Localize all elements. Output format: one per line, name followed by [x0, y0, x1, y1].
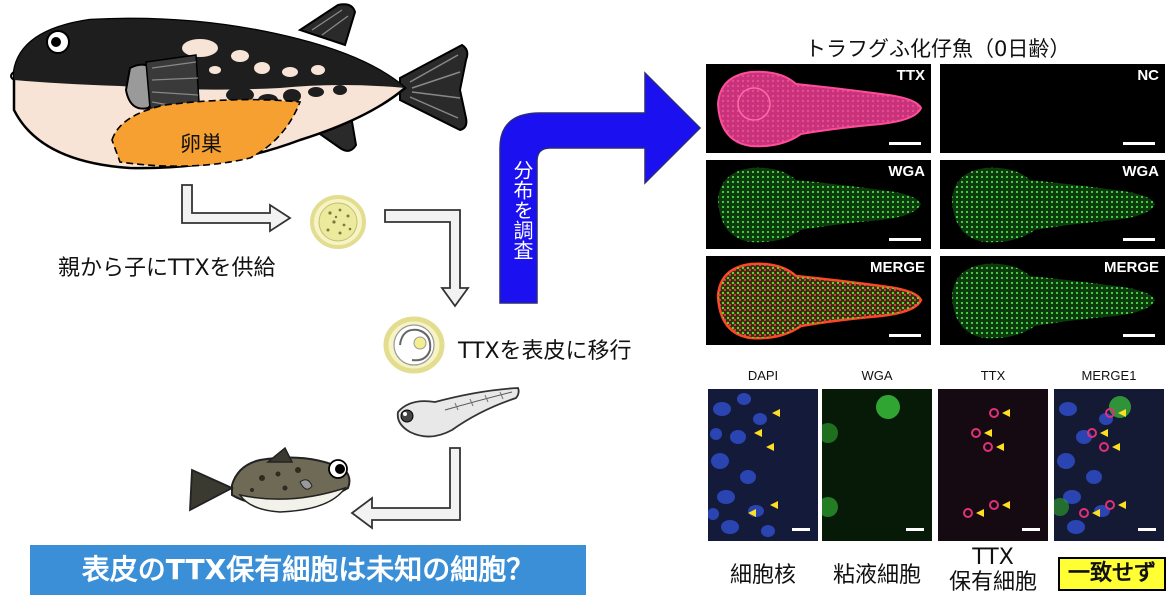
question-banner-text: 表皮のTTX保有細胞は未知の細胞？ — [81, 553, 535, 586]
scale-bar — [889, 334, 921, 337]
scale-bar — [889, 238, 921, 241]
larva-title: トラフグふ化仔魚（0日齢） — [805, 37, 1071, 61]
label-ttx-line1: TTX — [972, 545, 1014, 570]
label-nucleus: 細胞核 — [729, 563, 796, 588]
survey-arrow-label: 分布を調査 — [510, 160, 534, 260]
panel-merge-left: MERGE — [706, 256, 931, 345]
scale-bar — [1123, 238, 1155, 241]
micro-panel-merge1 — [1054, 389, 1164, 541]
panel-ttx-label: TTX — [896, 67, 925, 84]
scale-bar — [889, 142, 921, 145]
panel-nc: NC — [940, 64, 1165, 153]
micro-panel-ttx — [938, 389, 1048, 541]
question-banner: 表皮のTTX保有細胞は未知の細胞？ — [30, 545, 586, 595]
label-mismatch: 一致せず — [1058, 557, 1166, 591]
flow-arrows — [181, 184, 520, 530]
scale-bar — [906, 528, 924, 531]
micro-label-dapi: DAPI — [747, 368, 779, 383]
label-mucous-cell: 粘液細胞 — [832, 563, 921, 588]
micro-label-wga: WGA — [861, 368, 893, 383]
panel-wga-right-label: WGA — [1122, 163, 1159, 180]
label-ttx-line2: 保有細胞 — [948, 570, 1037, 595]
scale-bar — [792, 528, 810, 531]
scale-bar — [1123, 142, 1155, 145]
scale-bar — [1138, 528, 1156, 531]
panel-merge-right: MERGE — [940, 256, 1165, 345]
micro-panel-dapi — [708, 389, 818, 541]
supply-text: 親から子にTTXを供給 — [58, 256, 276, 281]
ovary-label: 卵巣 — [180, 132, 222, 156]
adult-pufferfish-illustration — [10, 3, 469, 170]
micro-label-merge1: MERGE1 — [1081, 368, 1137, 383]
survey-arrow — [499, 71, 702, 304]
scale-bar — [1022, 528, 1040, 531]
panel-wga-left: WGA — [706, 160, 931, 249]
scale-bar — [1123, 334, 1155, 337]
transfer-text: TTXを表皮に移行 — [458, 339, 632, 364]
micro-panel-wga — [822, 389, 932, 541]
panel-nc-label: NC — [1137, 67, 1159, 84]
panel-wga-right: WGA — [940, 160, 1165, 249]
panel-merge-left-label: MERGE — [869, 259, 925, 276]
panel-wga-left-label: WGA — [888, 163, 925, 180]
micro-label-ttx: TTX — [980, 368, 1006, 383]
panel-merge-right-label: MERGE — [1103, 259, 1159, 276]
panel-ttx: TTX — [706, 64, 931, 153]
